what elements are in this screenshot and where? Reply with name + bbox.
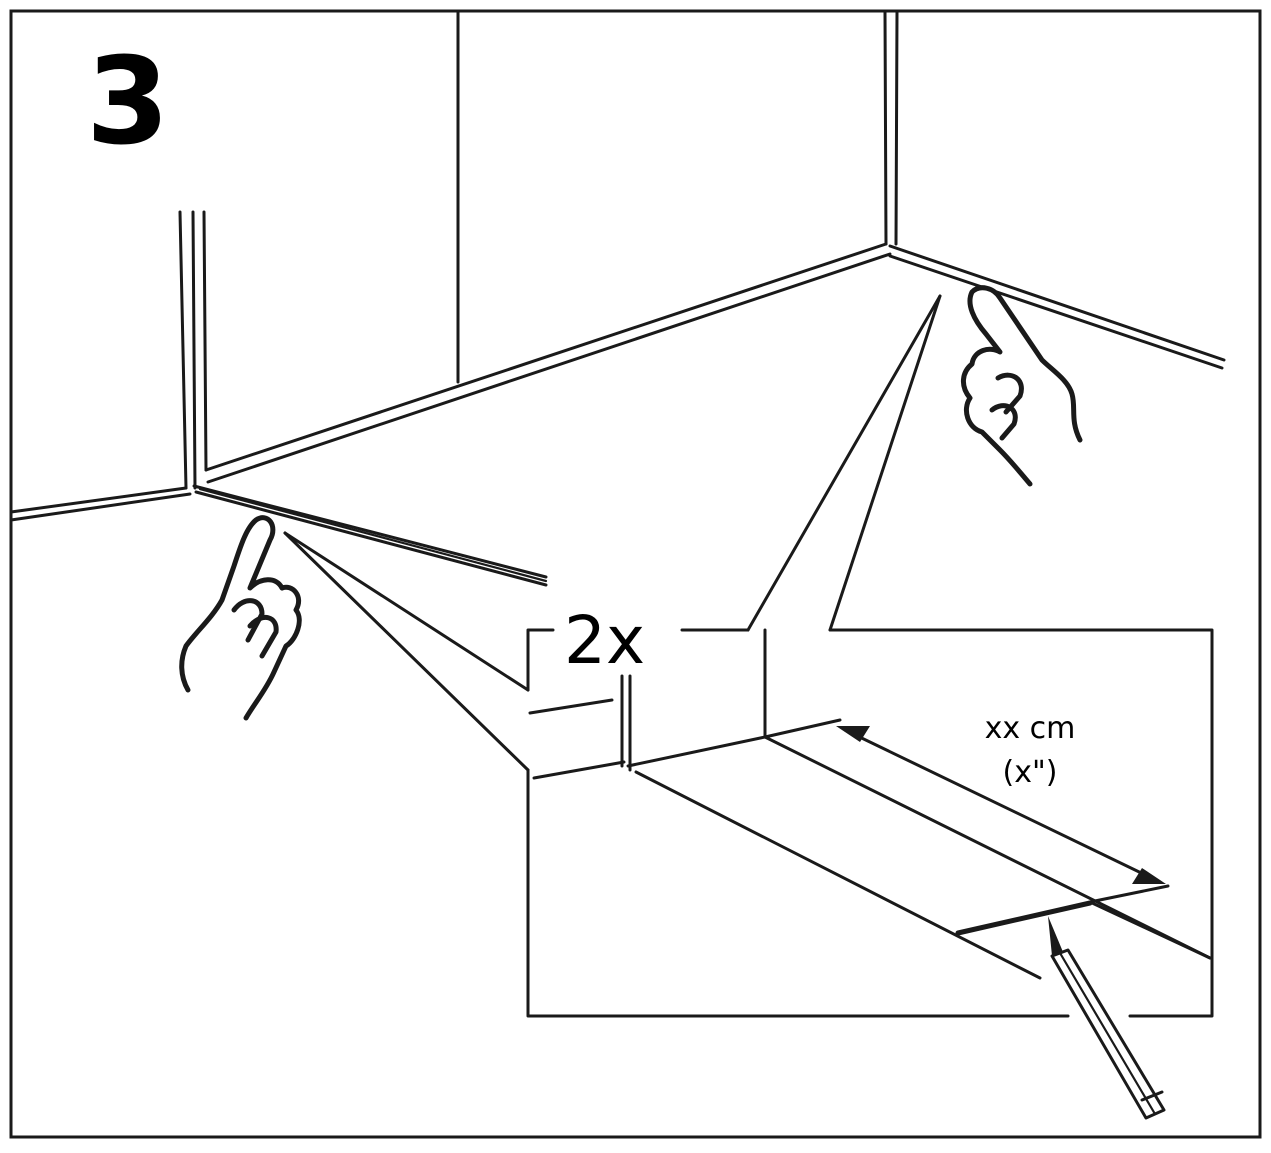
pencil-icon xyxy=(1048,916,1166,1120)
right-corner-post xyxy=(883,10,888,246)
callout-rays xyxy=(283,294,942,772)
panel-frame xyxy=(9,9,1262,1139)
step-number: 3 xyxy=(86,33,170,172)
detail-skirting-corner xyxy=(528,628,1212,980)
dimension-imperial: (x") xyxy=(1003,755,1058,790)
back-skirting xyxy=(204,242,888,472)
room-corner-scene xyxy=(9,10,1226,587)
right-skirting xyxy=(888,244,1226,362)
pencil-mark xyxy=(955,900,1093,936)
front-skirting xyxy=(192,484,548,579)
left-corner-post xyxy=(178,210,188,490)
dimension-arrow-icon xyxy=(836,726,1166,884)
hand-pointing-icon xyxy=(179,515,302,721)
quantity-label: 2x xyxy=(564,602,645,679)
hand-pointing-icon xyxy=(961,285,1083,487)
left-skirting xyxy=(9,486,188,514)
dimension-metric: xx cm xyxy=(985,711,1076,746)
detail-callout-box xyxy=(526,628,1214,1018)
